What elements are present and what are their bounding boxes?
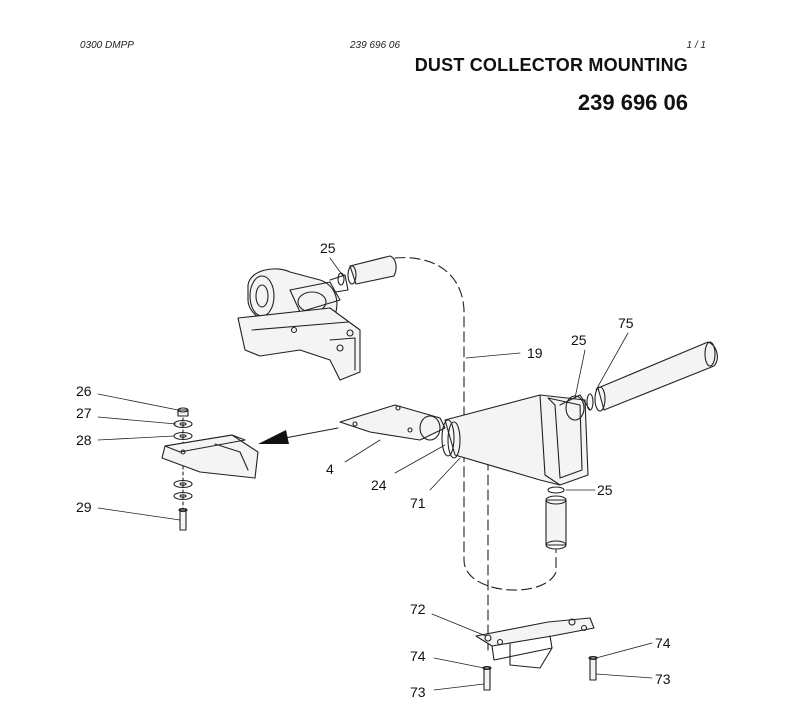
doc-number: 239 696 06 bbox=[350, 40, 401, 51]
callout-71: 71 bbox=[410, 495, 426, 511]
assembly-arrow-head bbox=[258, 430, 289, 444]
callout-73-left: 73 bbox=[410, 684, 426, 700]
bolt-29 bbox=[178, 507, 188, 531]
callout-4: 4 bbox=[326, 461, 334, 477]
page-title: DUST COLLECTOR MOUNTING bbox=[414, 55, 688, 75]
doc-code: 0300 DMPP bbox=[80, 40, 134, 51]
bolt-73-right bbox=[588, 655, 598, 681]
callout-19: 19 bbox=[527, 345, 543, 361]
callout-25-upper: 25 bbox=[320, 240, 336, 256]
pipe-75 bbox=[594, 341, 718, 412]
callout-72: 72 bbox=[410, 601, 426, 617]
nut-26 bbox=[177, 407, 189, 417]
mounting-plate-72 bbox=[475, 617, 595, 669]
hose-clamp-lower bbox=[547, 486, 565, 494]
callout-25-lower: 25 bbox=[597, 482, 613, 498]
hose-lower bbox=[545, 495, 567, 550]
callout-27: 27 bbox=[76, 405, 92, 421]
hose-upper bbox=[347, 255, 397, 285]
hose-clamp-right bbox=[586, 393, 594, 411]
leader-lines bbox=[97, 257, 653, 691]
engine-fan-assembly bbox=[237, 268, 361, 381]
callout-73-right: 73 bbox=[655, 671, 671, 687]
hose-clamp-upper bbox=[337, 272, 345, 286]
hose-route-dashed-line bbox=[394, 257, 557, 591]
callout-25-right: 25 bbox=[571, 332, 587, 348]
wedge-plate bbox=[161, 434, 259, 479]
dust-collector-body bbox=[441, 394, 591, 486]
page-indicator: 1 / 1 bbox=[686, 40, 706, 51]
washer-lower-1 bbox=[173, 479, 193, 489]
callout-29: 29 bbox=[76, 499, 92, 515]
bolt-73-left bbox=[482, 665, 492, 691]
callout-26: 26 bbox=[76, 383, 92, 399]
callout-74-left: 74 bbox=[410, 648, 426, 664]
washer-lower-2 bbox=[173, 491, 193, 501]
part-number: 239 696 06 bbox=[577, 90, 688, 115]
callout-24: 24 bbox=[371, 477, 387, 493]
callout-28: 28 bbox=[76, 432, 92, 448]
bracket-4 bbox=[339, 404, 446, 441]
callout-75: 75 bbox=[618, 315, 634, 331]
assembly-arrow-line bbox=[284, 427, 339, 439]
callout-labels: 25 75 25 19 26 27 28 4 24 71 25 29 72 74… bbox=[76, 240, 671, 700]
callout-74-right: 74 bbox=[655, 635, 671, 651]
